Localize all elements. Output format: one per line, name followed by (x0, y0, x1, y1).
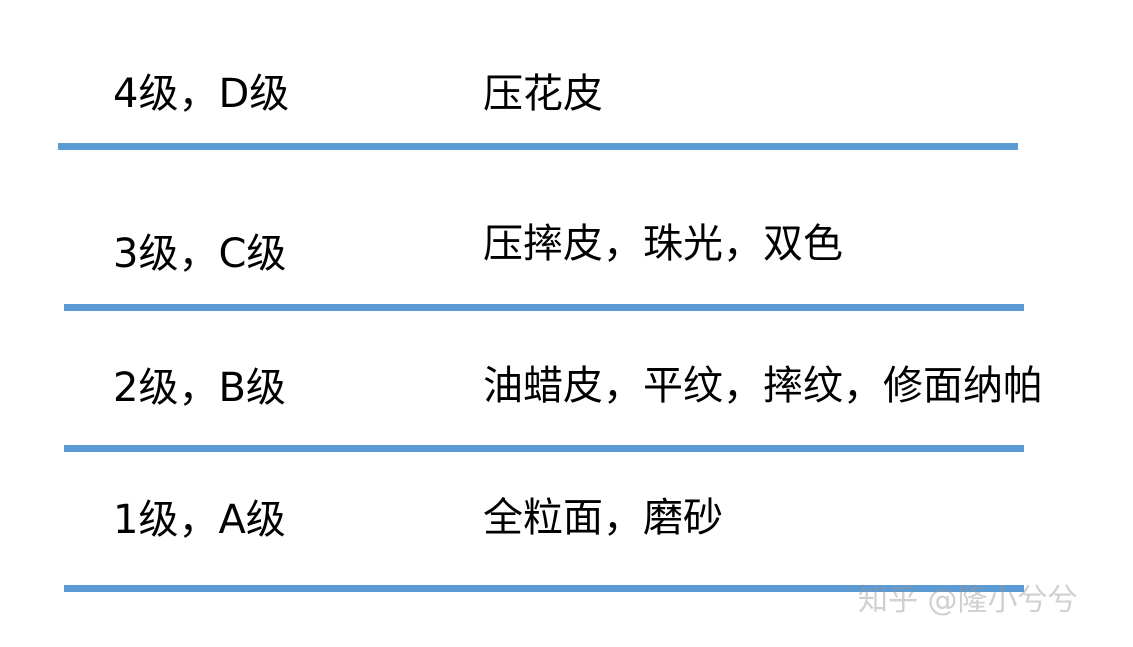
row-4-description: 压花皮 (483, 71, 603, 117)
row-1-description: 全粒面，磨砂 (483, 495, 723, 541)
row-2-divider (64, 445, 1024, 452)
row-2-grade: 2级，B级 (113, 365, 286, 411)
row-4-grade: 4级，D级 (113, 71, 290, 117)
row-3-divider (64, 304, 1024, 311)
row-1-grade: 1级，A级 (113, 497, 286, 543)
row-2-description: 油蜡皮，平纹，摔纹，修面纳帕 (483, 363, 1043, 409)
row-3-grade: 3级，C级 (113, 231, 287, 277)
row-4-divider (58, 143, 1018, 150)
row-3-description: 压摔皮，珠光，双色 (483, 221, 843, 267)
row-1-divider (64, 585, 1024, 592)
zhihu-watermark: 知乎 @隆小兮兮 (858, 583, 1078, 618)
